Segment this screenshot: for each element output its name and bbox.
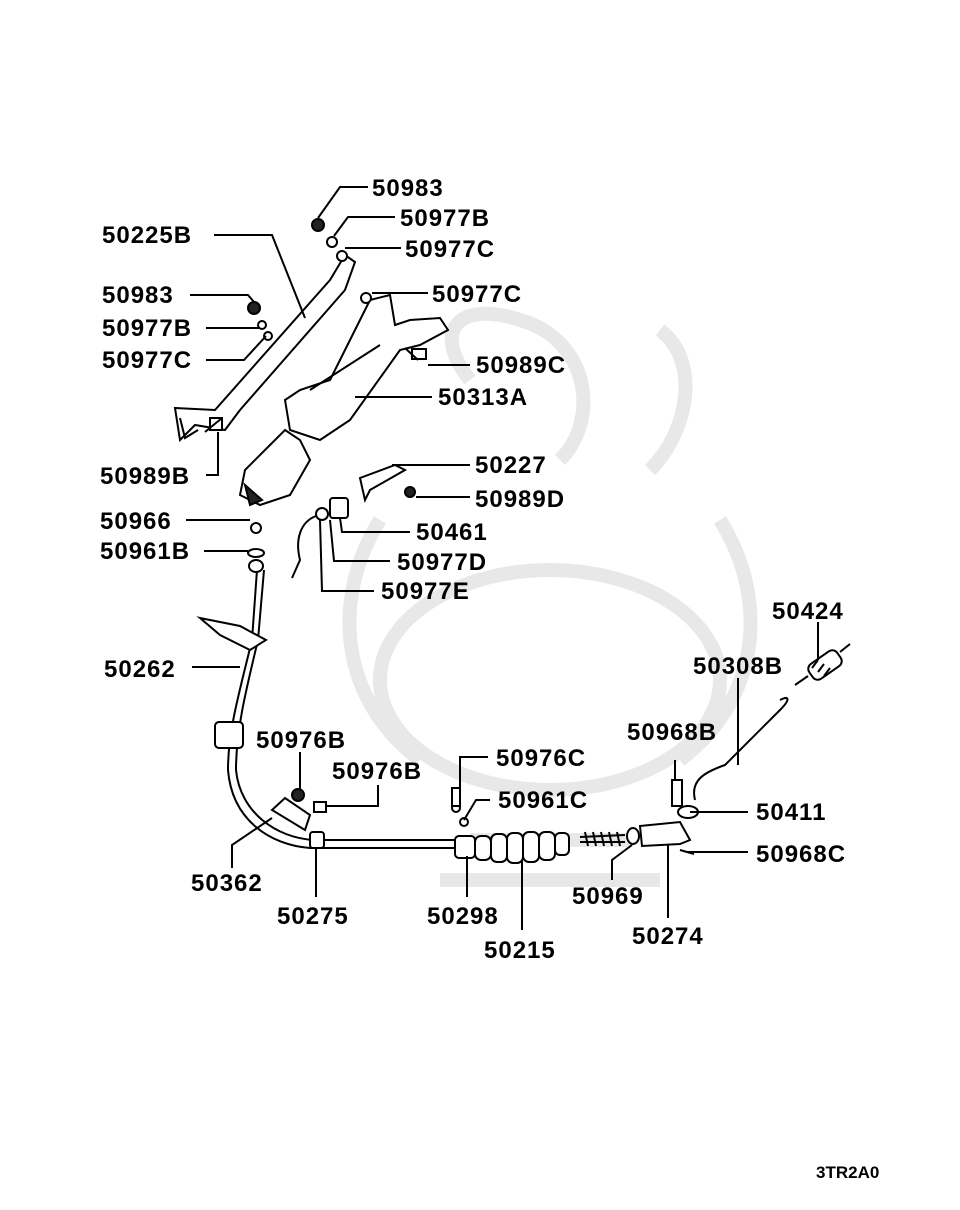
label-50411: 50411	[756, 799, 826, 826]
label-50983-top: 50983	[372, 175, 444, 202]
label-50976B-b: 50976B	[332, 758, 422, 785]
label-50227: 50227	[475, 452, 547, 479]
label-50968C: 50968C	[756, 841, 846, 868]
label-50961B: 50961B	[100, 538, 190, 565]
nut-washer-stack-left	[247, 301, 273, 341]
bolt-50989C	[404, 347, 427, 361]
label-50976C: 50976C	[496, 745, 586, 772]
label-50976B-a: 50976B	[256, 727, 346, 754]
diagram-code: 3TR2A0	[816, 1163, 879, 1182]
cable-boot-50215	[451, 787, 692, 864]
label-50989C: 50989C	[476, 352, 566, 379]
label-50215: 50215	[484, 937, 556, 964]
part-labels: 50983 50977B 50977C 50225B 50977C 50983 …	[100, 175, 846, 964]
label-50977B-top: 50977B	[400, 205, 490, 232]
label-50275: 50275	[277, 903, 349, 930]
label-50308B: 50308B	[693, 653, 783, 680]
label-50262: 50262	[104, 656, 176, 683]
label-50977E: 50977E	[381, 578, 470, 605]
rod-50308B	[671, 697, 789, 855]
leader-lines	[186, 186, 819, 930]
label-50298: 50298	[427, 903, 499, 930]
switch-bracket-50227	[358, 463, 416, 503]
label-50961C: 50961C	[498, 787, 588, 814]
label-50968B: 50968B	[627, 719, 717, 746]
label-50989D: 50989D	[475, 486, 565, 513]
label-50977C-top: 50977C	[405, 236, 495, 263]
brake-switch-50461	[291, 497, 349, 579]
label-50461: 50461	[416, 519, 488, 546]
label-50225B: 50225B	[102, 222, 192, 249]
label-50977C-left: 50977C	[102, 347, 192, 374]
front-cable-50262	[196, 522, 460, 849]
bracket-50225B	[173, 253, 357, 443]
label-50274: 50274	[632, 923, 704, 950]
watermark-emblem	[342, 306, 758, 887]
label-50977D: 50977D	[397, 549, 487, 576]
label-50989B: 50989B	[100, 463, 190, 490]
label-50983-left: 50983	[102, 282, 174, 309]
label-50977B-left: 50977B	[102, 315, 192, 342]
label-50313A: 50313A	[438, 384, 528, 411]
label-50969: 50969	[572, 883, 644, 910]
cable-clip-50362	[270, 788, 327, 849]
bolt-50989B	[204, 417, 223, 433]
lever-assembly-50313A	[238, 293, 450, 507]
label-50424: 50424	[772, 598, 844, 625]
label-50362: 50362	[191, 870, 263, 897]
spring-50424	[794, 643, 851, 686]
label-50977C-mid: 50977C	[432, 281, 522, 308]
label-50966: 50966	[100, 508, 172, 535]
nut-washer-stack-top	[311, 218, 372, 304]
